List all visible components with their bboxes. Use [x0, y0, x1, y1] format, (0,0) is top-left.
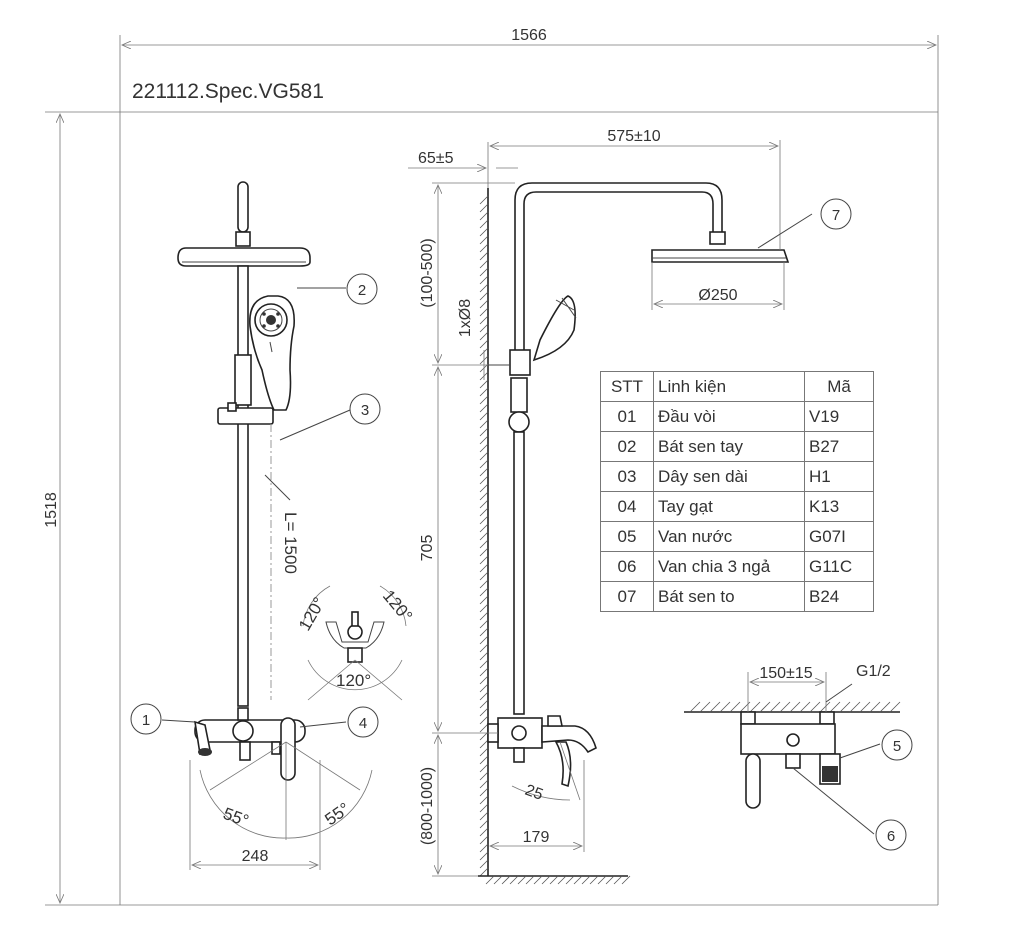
svg-text:5: 5	[893, 738, 901, 755]
valve-detail-view	[684, 672, 901, 835]
thread-size-label: G1/2	[856, 663, 891, 680]
rotate-left-label: 120°	[295, 594, 329, 634]
base-width-label: 248	[242, 848, 269, 865]
callout-5: 5	[881, 729, 913, 761]
top-range-label: (100-500)	[419, 238, 436, 307]
drawing-frame	[45, 35, 939, 906]
side-view	[408, 140, 813, 885]
callout-1: 1	[130, 703, 162, 735]
valve-spacing-label: 150±15	[759, 665, 812, 682]
header-code: Mã	[804, 371, 874, 402]
svg-text:1: 1	[142, 712, 150, 729]
svg-text:4: 4	[359, 715, 367, 732]
bottom-range-label: (800-1000)	[419, 767, 436, 845]
spout-angle-label: 25	[523, 782, 546, 804]
arm-length-label: 575±10	[607, 128, 660, 145]
overall-width-label: 1566	[511, 27, 547, 44]
svg-text:7: 7	[832, 207, 840, 224]
spout-depth-label: 179	[523, 829, 550, 846]
callout-3: 3	[349, 393, 381, 425]
rotate-right-label: 120°	[379, 586, 416, 625]
hose-length-label: L= 1500	[281, 512, 300, 574]
svg-text:3: 3	[361, 402, 369, 419]
lever-left-angle-label: 55°	[221, 804, 252, 831]
pipe-size-label: 1xØ8	[457, 299, 474, 337]
lever-right-angle-label: 55°	[321, 799, 353, 829]
svg-text:6: 6	[887, 828, 895, 845]
header-component: Linh kiện	[653, 371, 805, 402]
callout-4: 4	[347, 706, 379, 738]
callout-6: 6	[875, 819, 907, 851]
svg-text:2: 2	[358, 282, 366, 299]
rotate-bottom-label: 120°	[336, 671, 371, 690]
parts-table-header: STT Linh kiện Mã	[600, 371, 874, 402]
wall-offset-label: 65±5	[418, 150, 454, 167]
overall-height-label: 1518	[43, 492, 60, 528]
callout-2: 2	[346, 273, 378, 305]
spec-code-title: 221112.Spec.VG581	[132, 80, 324, 103]
callout-7: 7	[820, 198, 852, 230]
head-diameter-label: Ø250	[698, 287, 737, 304]
front-view	[161, 181, 407, 870]
mid-height-label: 705	[419, 535, 436, 562]
header-stt: STT	[600, 371, 654, 402]
